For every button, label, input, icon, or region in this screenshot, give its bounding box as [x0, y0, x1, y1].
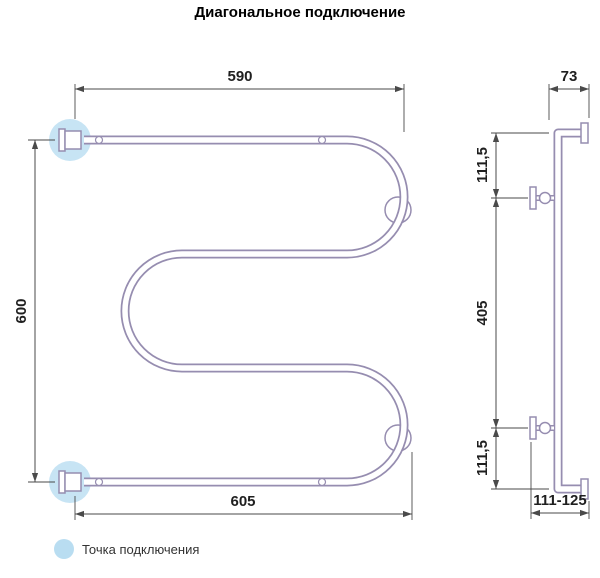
dimension-top-offset: 111,5 [474, 132, 549, 199]
front-view [49, 119, 412, 503]
towel-rail-pipe-bore [84, 137, 407, 485]
bracket-collar [538, 421, 552, 435]
dim-label-405: 405 [474, 300, 491, 325]
mounting-bracket-top [529, 186, 554, 210]
fitting-flange [58, 128, 66, 152]
bracket-screw-mark [317, 135, 327, 145]
connection-point-swatch [54, 539, 74, 559]
bracket-collar [538, 191, 552, 205]
drawing-title: Диагональное подключение [194, 4, 405, 21]
dimension-bottom-width: 605 [74, 452, 413, 520]
side-view [529, 122, 589, 500]
wall-fitting-bottom [580, 478, 589, 500]
fitting-nut [64, 130, 82, 150]
towel-rail-pipe [84, 135, 409, 487]
union-fitting-top [58, 128, 82, 152]
dim-label-590: 590 [227, 68, 252, 85]
bracket-flange [529, 416, 537, 440]
dimension-height: 600 [13, 139, 55, 483]
dimension-top-width: 590 [74, 68, 405, 132]
bracket-flange [529, 186, 537, 210]
bracket-screw-mark [94, 135, 104, 145]
dim-label-73: 73 [561, 68, 578, 85]
dimension-bottom-offset: 111,5 [474, 428, 549, 490]
dim-label-111-5-bottom: 111,5 [474, 440, 491, 476]
dim-label-111-125: 111-125 [533, 492, 586, 509]
fitting-flange [58, 470, 66, 494]
dim-label-111-5-top: 111,5 [474, 147, 491, 183]
dimension-depth: 73 [548, 68, 590, 120]
side-profile-pipe [553, 128, 584, 494]
union-fitting-bottom [58, 470, 82, 494]
dim-label-605: 605 [230, 493, 255, 510]
dim-label-600: 600 [13, 298, 30, 323]
wall-fitting-top [580, 122, 589, 144]
dimension-bracket-span: 405 [474, 198, 528, 429]
side-profile-pipe-bore [555, 130, 584, 492]
dimension-wall-range: 111-125 [530, 442, 590, 519]
mounting-bracket-bottom [529, 416, 554, 440]
bracket-screw-mark [94, 477, 104, 487]
bracket-screw-mark [317, 477, 327, 487]
legend: Точка подключения [54, 539, 199, 559]
legend-connection-point-label: Точка подключения [82, 542, 199, 557]
fitting-nut [64, 472, 82, 492]
